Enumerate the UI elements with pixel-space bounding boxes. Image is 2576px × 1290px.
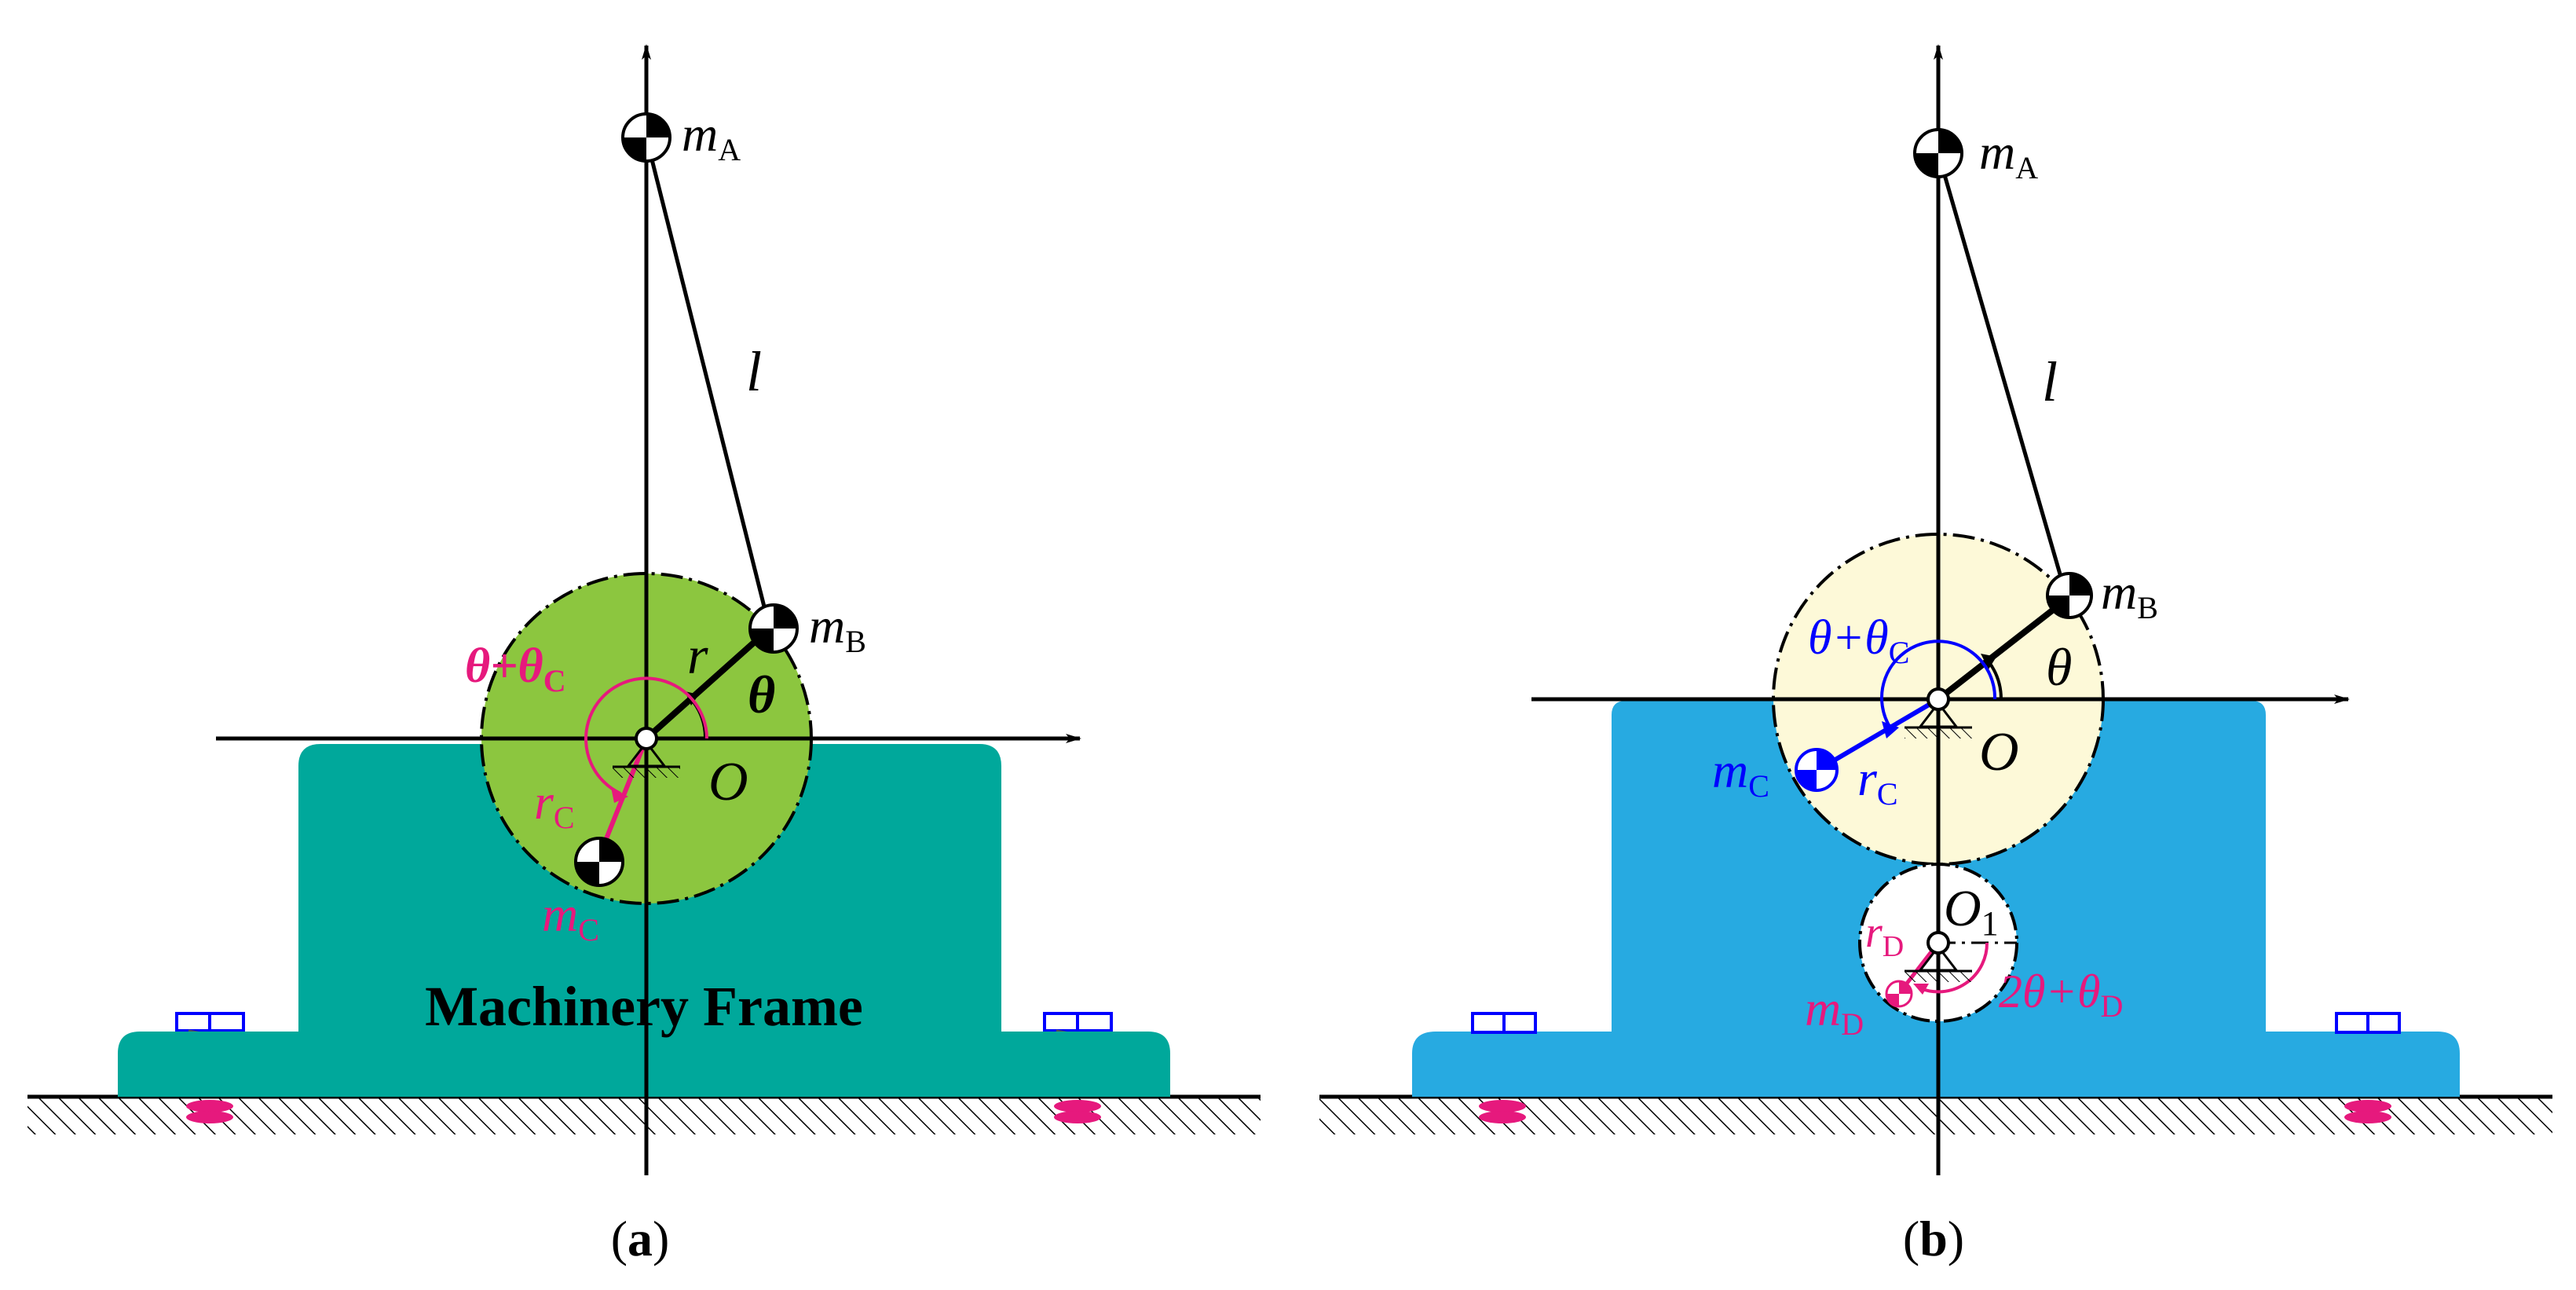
label-l-b: l (2042, 350, 2058, 413)
mass-A-a (621, 112, 671, 163)
label-theta-b: θ (2046, 637, 2072, 697)
caption-b: (b) (1903, 1211, 1964, 1266)
label-mA-a: mA (682, 106, 741, 167)
label-mC-a: mC (542, 886, 599, 947)
mass-B-b (2046, 572, 2093, 619)
label-rD-b: rD (1865, 908, 1904, 963)
label-mD-b: mD (1805, 980, 1864, 1042)
label-mA-b: mA (1979, 124, 2038, 185)
label-rC-b: rC (1857, 750, 1898, 812)
spring-right-b (2344, 1100, 2391, 1123)
connecting-rod-a (644, 137, 772, 629)
panel-a: mA mB l r θ θ+θC O rC mC Machinery Frame… (27, 44, 1261, 1266)
label-mB-b: mB (2101, 564, 2158, 625)
label-theta-plus-a: θ+θC (465, 640, 566, 698)
theta-plus-arc-a (584, 676, 708, 795)
crank-a (644, 626, 772, 741)
mass-C-a (574, 837, 624, 887)
label-O-b: O (1979, 722, 2019, 782)
frame-label-a: Machinery Frame (425, 975, 863, 1038)
two-theta-arc-b (1919, 942, 1989, 994)
mass-D-b (1885, 980, 1913, 1008)
crank-b (1936, 594, 2072, 702)
rC-link-a (597, 737, 649, 858)
label-theta-a: θ (748, 665, 775, 724)
connecting-rod-b (1936, 152, 2068, 594)
theta-plus-arc-b (1880, 640, 1997, 731)
spring-left-b (1479, 1100, 1526, 1123)
pivot-O-b (1927, 687, 1950, 711)
label-r-a: r (687, 625, 708, 685)
mass-A-b (1913, 128, 1963, 178)
label-l-a: l (746, 340, 762, 403)
pivot-O1-b (1927, 931, 1950, 955)
rC-link-b (1819, 697, 1940, 771)
panel-b: mA mB l θ θ+θC O mC rC O1 rD 2θ+θD mD (b… (1319, 44, 2552, 1266)
label-two-theta-b: 2θ+θD (1999, 966, 2123, 1024)
label-mB-a: mB (809, 598, 866, 659)
machinery-frame-a (118, 744, 1170, 1097)
label-theta-plus-b: θ+θC (1808, 611, 1909, 670)
label-mC-b: mC (1712, 742, 1769, 804)
label-rC-a: rC (534, 774, 575, 835)
caption-a: (a) (611, 1211, 670, 1266)
mass-C-b (1795, 748, 1839, 792)
pivot-O-a (635, 727, 658, 750)
mass-B-a (748, 603, 799, 654)
label-O-a: O (708, 752, 748, 812)
label-O1-b: O1 (1944, 880, 1999, 943)
